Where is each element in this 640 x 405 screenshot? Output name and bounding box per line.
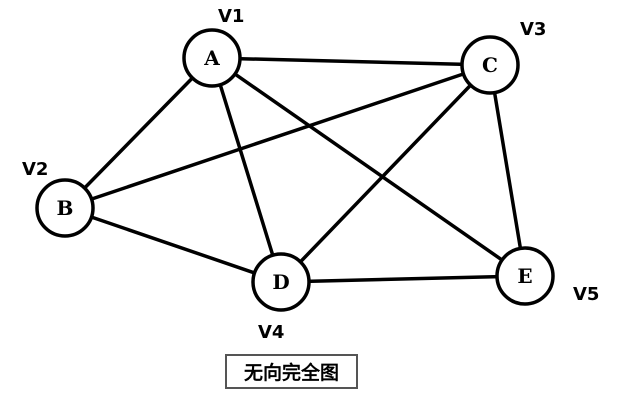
- node-letter-c: C: [482, 53, 498, 77]
- edge-b-d: [63, 206, 283, 284]
- vertex-tag-b: V2: [22, 159, 48, 180]
- node-letter-d: D: [272, 270, 289, 294]
- edge-c-e: [488, 63, 527, 278]
- edge-d-e: [279, 274, 527, 284]
- node-c: C: [460, 35, 520, 95]
- node-e: E: [495, 246, 555, 306]
- node-b: B: [35, 178, 95, 238]
- node-letter-b: B: [57, 196, 74, 220]
- node-circle-c: [460, 35, 520, 95]
- nodes-group: A B C D E: [35, 28, 555, 312]
- edge-a-e: [210, 56, 527, 278]
- node-a: A: [182, 28, 242, 88]
- edge-a-b: [63, 56, 214, 210]
- node-d: D: [251, 252, 311, 312]
- vertex-tag-c: V3: [520, 19, 546, 40]
- edge-a-d: [210, 56, 283, 284]
- vertex-tag-a: V1: [218, 6, 244, 27]
- edge-c-d: [279, 63, 492, 284]
- diagram-caption: 无向完全图: [225, 354, 358, 389]
- edge-b-c: [63, 63, 492, 210]
- node-circle-e: [495, 246, 555, 306]
- vertex-tag-e: V5: [573, 284, 599, 305]
- node-circle-d: [251, 252, 311, 312]
- edge-a-c: [210, 56, 492, 67]
- vertex-tag-d: V4: [258, 322, 284, 343]
- node-letter-e: E: [517, 264, 532, 288]
- node-circle-b: [35, 178, 95, 238]
- edges-group: [63, 56, 527, 284]
- node-circle-a: [182, 28, 242, 88]
- node-letter-a: A: [203, 46, 220, 70]
